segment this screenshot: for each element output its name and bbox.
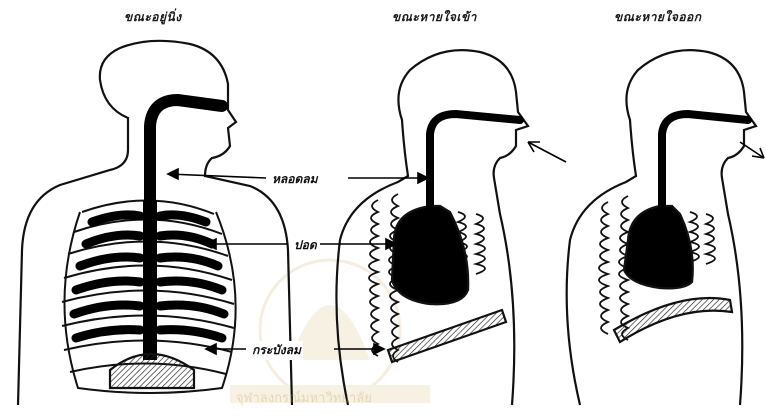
diaphragm-exhale [614,298,732,342]
trachea-inhale [430,114,520,210]
figure-inhale [336,50,566,405]
caption-rest: ขณะอยู่นิ่ง [124,8,182,27]
figure-exhale [567,50,764,405]
caption-inhale: ขณะหายใจเข้า [392,8,477,27]
trachea-exhale [662,114,748,210]
air-in-arrow [528,142,566,162]
lung-exhale [624,206,693,288]
front-ribs-exhale [690,212,715,264]
diaphragm-inhale [388,310,506,362]
label-trachea: หลอดลม [270,170,320,189]
diaphragm-rest [110,354,194,388]
air-out-arrow [740,142,764,158]
label-diaphragm: กระบังลม [250,341,303,360]
label-lung: ปอด [292,236,319,255]
lung-inhale [392,206,468,304]
watermark-text: จุฬาลงกรณ์มหาวิทยาลัย [236,387,372,408]
trachea-rest [150,100,222,202]
caption-exhale: ขณะหายใจออก [614,8,702,27]
